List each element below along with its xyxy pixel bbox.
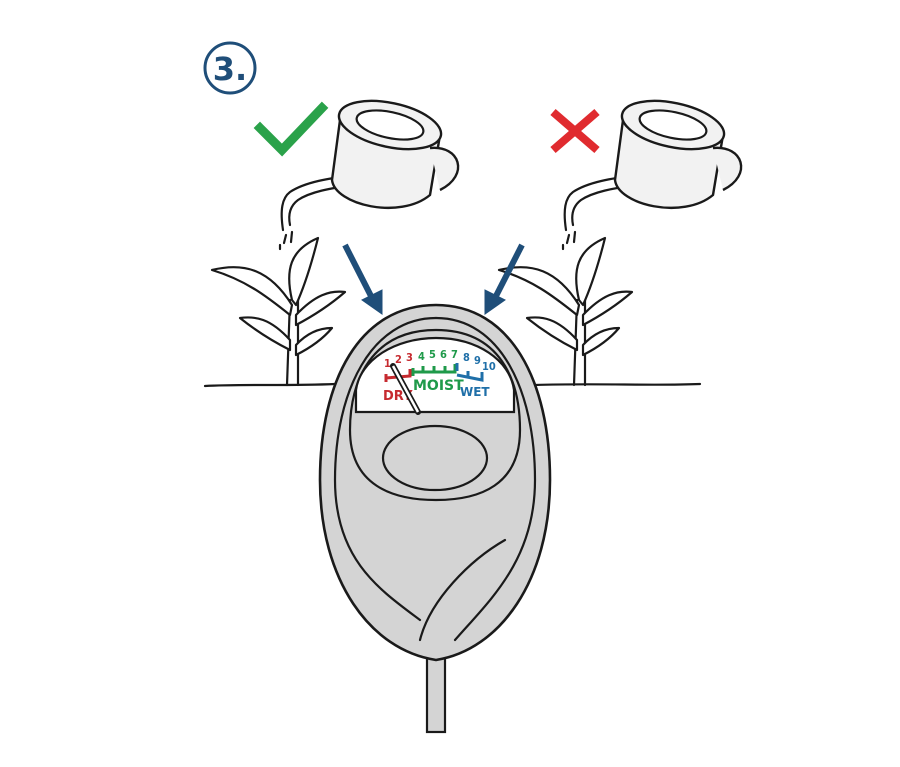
ground-line-left (203, 382, 337, 388)
watering-can-left (278, 99, 460, 251)
scale-number: 5 (429, 348, 436, 361)
scale-number: 2 (395, 353, 402, 366)
arrow-right (484, 243, 525, 315)
scale-number: 3 (406, 351, 413, 364)
scale-number: 10 (482, 360, 496, 373)
scale-number: 6 (440, 348, 447, 361)
x-icon (550, 108, 600, 154)
ground-line-right (533, 382, 702, 387)
step-badge: 3. (203, 41, 257, 95)
step-label: 3. (213, 50, 247, 88)
meter-button-oval (381, 424, 489, 492)
meter-face (354, 336, 516, 414)
arrow-left (342, 243, 383, 315)
scale-number: 7 (451, 348, 458, 361)
plant-left (210, 236, 347, 387)
check-icon (253, 101, 329, 157)
scale-number: 8 (463, 351, 470, 364)
scale-number: 9 (474, 354, 481, 367)
wet-label: WET (460, 385, 490, 399)
scale-number: 1 (384, 357, 391, 370)
scale-number: 4 (418, 350, 425, 363)
moist-label: MOIST (413, 378, 464, 394)
